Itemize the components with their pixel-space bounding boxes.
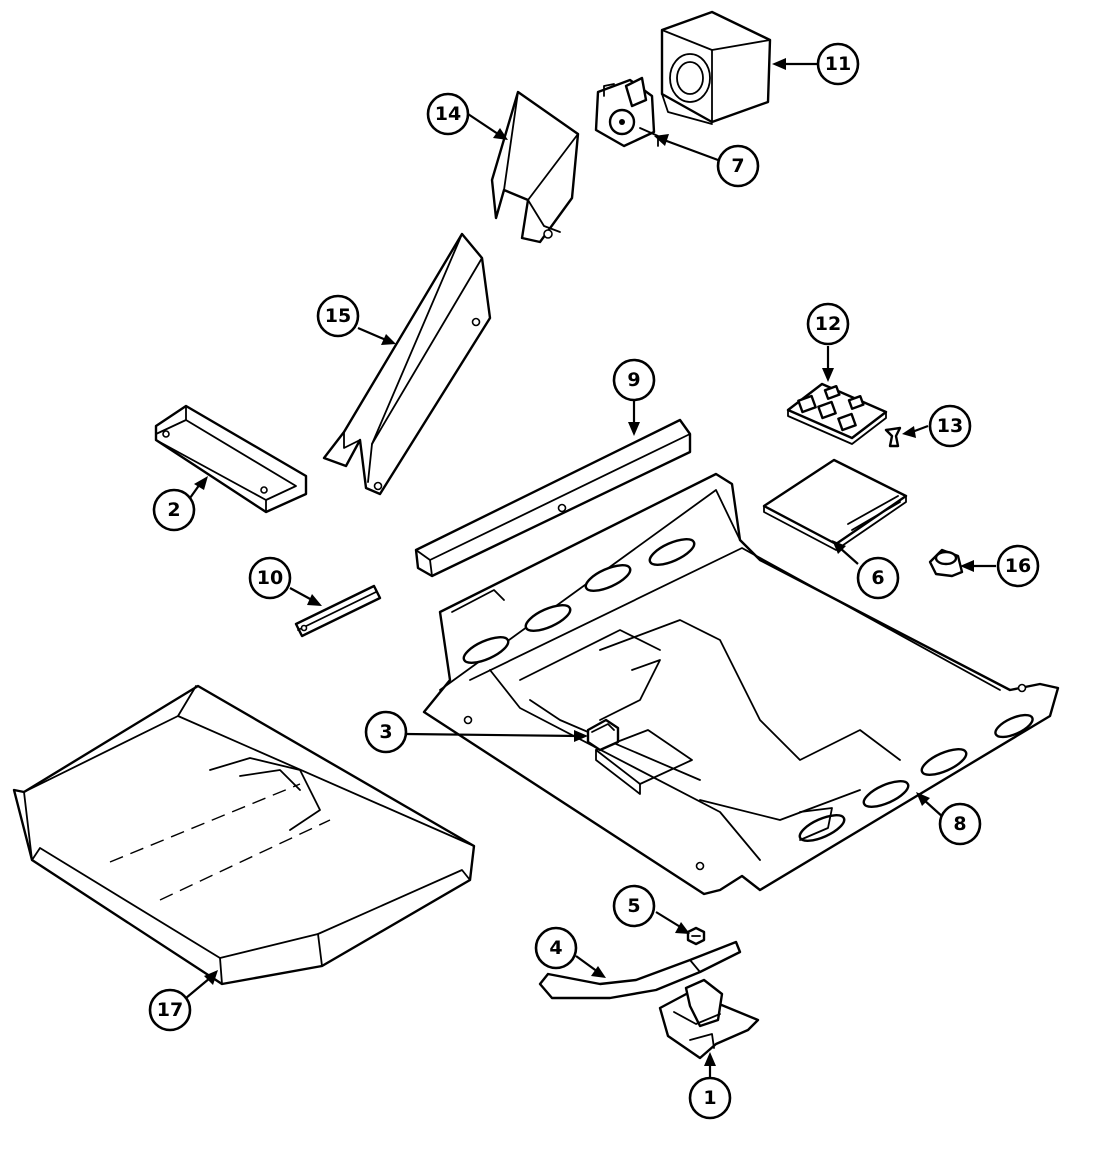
callout-label-17: 17 — [157, 999, 183, 1021]
part-12-control-board — [786, 382, 888, 445]
callout-14: 14 — [426, 92, 470, 136]
callout-label-2: 2 — [167, 499, 180, 521]
arrowhead-14 — [493, 128, 508, 140]
arrowhead-6 — [832, 540, 846, 554]
part-8-bottom-pan — [422, 472, 1060, 896]
callout-5: 5 — [612, 884, 656, 928]
part-9-angle-bracket — [414, 418, 692, 578]
arrowhead-15 — [381, 334, 396, 345]
callout-7: 7 — [716, 144, 760, 188]
leader-3 — [405, 732, 579, 738]
arrowhead-8 — [916, 792, 930, 806]
callout-1: 1 — [688, 1076, 732, 1120]
callout-label-1: 1 — [703, 1087, 716, 1109]
arrowhead-5 — [675, 922, 690, 934]
part-1-latch-bracket — [658, 978, 760, 1060]
callout-2: 2 — [152, 488, 196, 532]
arrowhead-16 — [960, 560, 974, 572]
callout-13: 13 — [928, 404, 972, 448]
callout-label-3: 3 — [379, 721, 392, 743]
callout-label-5: 5 — [627, 895, 640, 917]
arrowhead-3 — [574, 730, 588, 742]
arrowhead-2 — [194, 476, 208, 490]
part-14-baffle — [490, 90, 580, 244]
leader-17 — [185, 977, 211, 999]
part-16-bushing — [928, 548, 964, 578]
arrowhead-12 — [822, 368, 834, 382]
callout-4: 4 — [534, 926, 578, 970]
part-2-bracket — [154, 404, 308, 514]
part-5-screw — [686, 926, 706, 946]
callout-9: 9 — [612, 358, 656, 402]
part-7-valve-assembly — [594, 76, 659, 148]
leader-5 — [655, 911, 683, 929]
leader-10 — [289, 587, 313, 601]
part-17-drawer-pan — [12, 684, 476, 986]
part-13-standoff-clip — [884, 426, 902, 448]
arrowhead-17 — [204, 970, 218, 985]
leader-8 — [923, 799, 945, 819]
callout-label-13: 13 — [937, 415, 963, 437]
callout-label-8: 8 — [953, 813, 966, 835]
callout-12: 12 — [806, 302, 850, 346]
callout-label-9: 9 — [627, 369, 640, 391]
callout-8: 8 — [938, 802, 982, 846]
callout-label-15: 15 — [325, 305, 351, 327]
callout-10: 10 — [248, 556, 292, 600]
callout-label-12: 12 — [815, 313, 841, 335]
part-11-blower-housing — [660, 10, 772, 125]
callout-label-7: 7 — [731, 155, 744, 177]
callout-label-11: 11 — [825, 53, 851, 75]
leader-14 — [467, 113, 499, 135]
part-15-channel — [322, 232, 492, 496]
arrowhead-1 — [704, 1052, 716, 1066]
callout-label-4: 4 — [549, 937, 562, 959]
leader-4 — [575, 955, 599, 973]
callout-label-14: 14 — [435, 103, 461, 125]
callout-11: 11 — [816, 42, 860, 86]
part-3-switch — [586, 718, 620, 752]
arrowhead-7 — [654, 134, 669, 146]
leader-7 — [663, 138, 719, 162]
leader-15 — [357, 326, 387, 342]
arrowhead-11 — [772, 58, 786, 70]
callout-17: 17 — [148, 988, 192, 1032]
callout-15: 15 — [316, 294, 360, 338]
part-10-clip — [294, 584, 382, 638]
leader-lines — [185, 58, 996, 1078]
callout-label-10: 10 — [257, 567, 283, 589]
arrowhead-10 — [307, 594, 322, 606]
part-6-cover-plate — [762, 458, 908, 551]
arrowhead-9 — [628, 422, 640, 436]
callout-label-16: 16 — [1005, 555, 1031, 577]
part-4-latch-lever — [538, 940, 742, 1000]
leader-6 — [839, 547, 859, 565]
callout-16: 16 — [996, 544, 1040, 588]
callout-3: 3 — [364, 710, 408, 754]
arrowhead-4 — [591, 966, 606, 978]
callout-label-6: 6 — [871, 567, 884, 589]
arrowhead-13 — [902, 426, 916, 438]
callout-6: 6 — [856, 556, 900, 600]
